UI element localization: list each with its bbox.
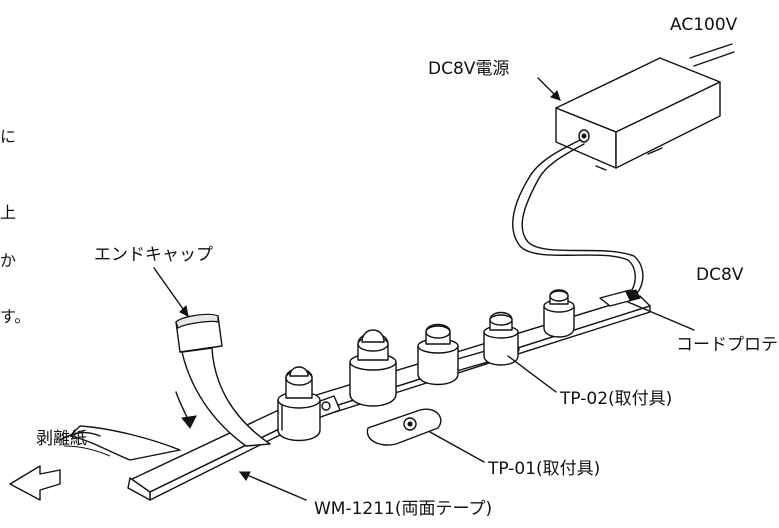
led-module-1 [277,366,321,442]
label-end-cap: エンドキャップ [94,245,213,265]
leader-endcap [153,267,189,317]
led-module-4 [483,311,519,366]
label-ac100v: AC100V [670,15,738,35]
peel-arrow [9,465,61,501]
end-cap [175,313,271,447]
label-tp02: TP-02(取付具) [559,389,672,409]
leader-protector [627,301,695,331]
label-dc8v: DC8V [696,265,744,285]
tp01-bracket [366,408,442,446]
cord-protector [599,289,641,307]
peel-paper [59,425,181,461]
led-module-3 [417,323,459,386]
text-fragment-3: か [0,251,16,270]
dc-cord [512,139,644,299]
label-peel-paper: 剥離紙 [36,429,87,449]
led-module-5 [543,289,575,338]
leader-tape [239,471,307,501]
led-module-2 [349,329,397,407]
text-fragment-2: 上 [0,203,16,222]
label-power-supply: DC8V電源 [428,59,509,79]
text-fragment-1: に [0,127,16,146]
leader-tp01 [429,431,485,463]
label-tp01: TP-01(取付具) [487,459,600,479]
leader-tp02 [507,355,557,393]
label-tape: WM-1211(両面テープ) [314,499,492,519]
label-cord-protector: コードプロテクター [676,335,779,355]
text-fragment-4: す。 [0,307,30,326]
power-supply-unit [555,43,735,171]
